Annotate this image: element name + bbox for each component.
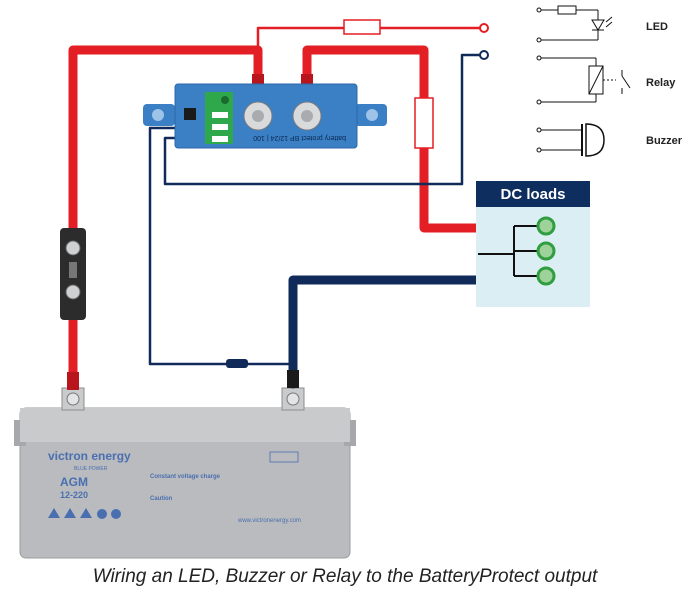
figure-caption: Wiring an LED, Buzzer or Relay to the Ba… (92, 566, 598, 587)
bp-label: battery protect BP 12/24 | 100 (253, 134, 346, 141)
battery-brand-sub: BLUE POWER (74, 466, 108, 472)
battery-website: www.victronenergy.com (237, 518, 301, 524)
dc-loads-box: DC loads (476, 181, 590, 307)
load-3 (536, 266, 556, 286)
led-label: LED (646, 21, 668, 33)
caution-heading: Caution (150, 496, 173, 502)
battery: victron energy BLUE POWER AGM 12-220 Con… (14, 387, 356, 559)
relay-symbol-icon (536, 55, 631, 105)
battery-brand: victron energy (48, 449, 131, 463)
certification-icon (269, 451, 299, 463)
signal-positive-terminal (479, 23, 489, 33)
buzzer-label: Buzzer (646, 135, 683, 147)
signal-fuse-icon (343, 19, 381, 35)
battery-capacity: 12-220 (60, 490, 88, 500)
battery-protect: battery protect BP 12/24 | 100 (143, 83, 387, 149)
load-fuse-icon (414, 97, 434, 149)
signal-devices (536, 5, 631, 157)
led-symbol-icon (536, 5, 613, 43)
voltage-heading: Constant voltage charge (150, 474, 221, 480)
relay-label: Relay (646, 77, 676, 89)
negative-cable-lug (287, 370, 299, 388)
positive-wiring (68, 26, 484, 389)
load-2 (536, 241, 556, 261)
battery-model: AGM (60, 475, 88, 489)
main-fuse-icon (60, 228, 86, 320)
warning-symbols-icon (48, 508, 121, 519)
signal-output-terminal (479, 50, 489, 60)
load-1 (536, 216, 556, 236)
inline-connector-icon (226, 359, 248, 368)
buzzer-symbol-icon (536, 123, 605, 157)
dc-loads-title: DC loads (500, 186, 565, 203)
